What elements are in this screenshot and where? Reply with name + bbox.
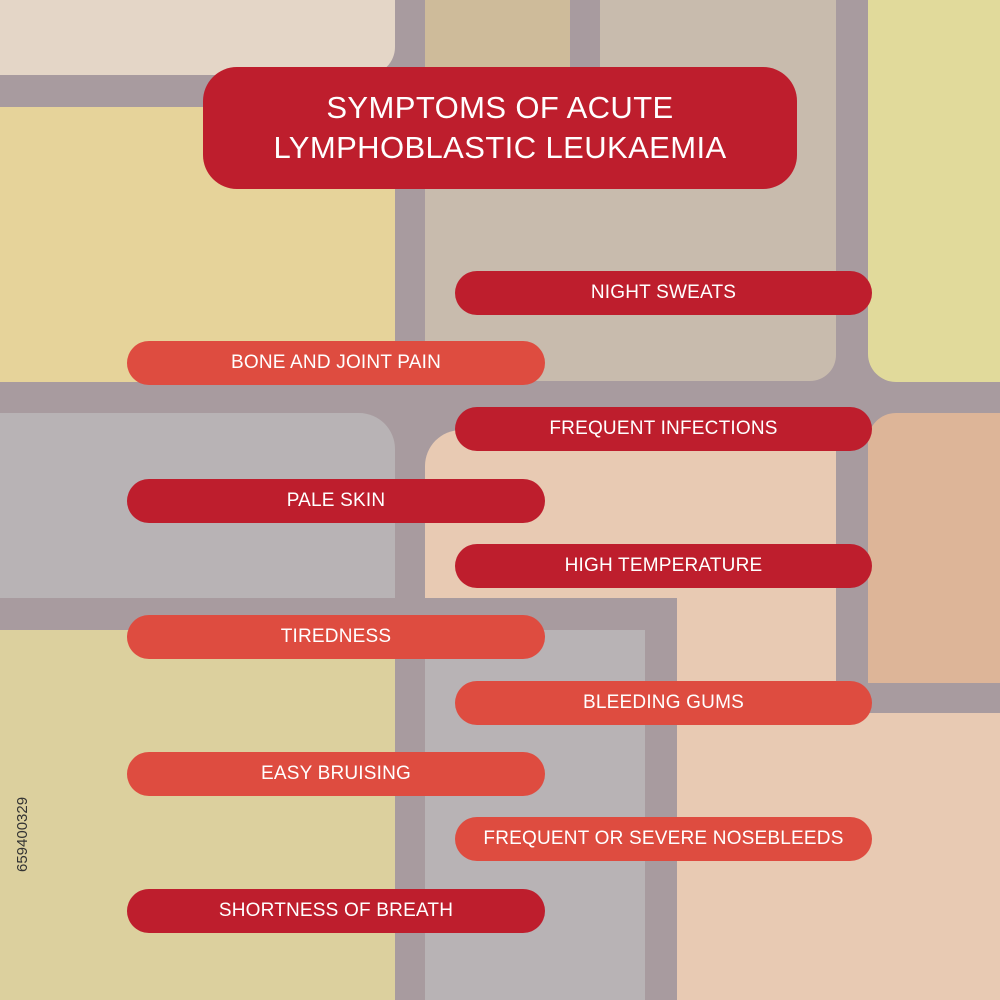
- symptom-bleeding-gums: BLEEDING GUMS: [455, 681, 872, 725]
- symptom-bone-and-joint-pain: BONE AND JOINT PAIN: [127, 341, 545, 385]
- symptom-tiredness: TIREDNESS: [127, 615, 545, 659]
- bg-block: [0, 0, 395, 75]
- symptom-night-sweats: NIGHT SWEATS: [455, 271, 872, 315]
- symptom-frequent-infections: FREQUENT INFECTIONS: [455, 407, 872, 451]
- page-title: SYMPTOMS OF ACUTE LYMPHOBLASTIC LEUKAEMI…: [203, 67, 797, 189]
- title-line-2: LYMPHOBLASTIC LEUKAEMIA: [273, 130, 727, 165]
- symptom-shortness-of-breath: SHORTNESS OF BREATH: [127, 889, 545, 933]
- bg-block: [425, 0, 570, 75]
- bg-block: [868, 0, 1000, 382]
- symptom-high-temperature: HIGH TEMPERATURE: [455, 544, 872, 588]
- bg-block: [677, 598, 836, 1000]
- stock-id-text: 659400329: [14, 796, 31, 872]
- title-line-1: SYMPTOMS OF ACUTE: [326, 90, 674, 126]
- symptom-frequent-or-severe-nosebleeds: FREQUENT OR SEVERE NOSEBLEEDS: [455, 817, 872, 861]
- symptom-easy-bruising: EASY BRUISING: [127, 752, 545, 796]
- bg-block: [0, 630, 395, 1000]
- symptom-pale-skin: PALE SKIN: [127, 479, 545, 523]
- bg-block: [600, 0, 836, 75]
- bg-block: [868, 413, 1000, 683]
